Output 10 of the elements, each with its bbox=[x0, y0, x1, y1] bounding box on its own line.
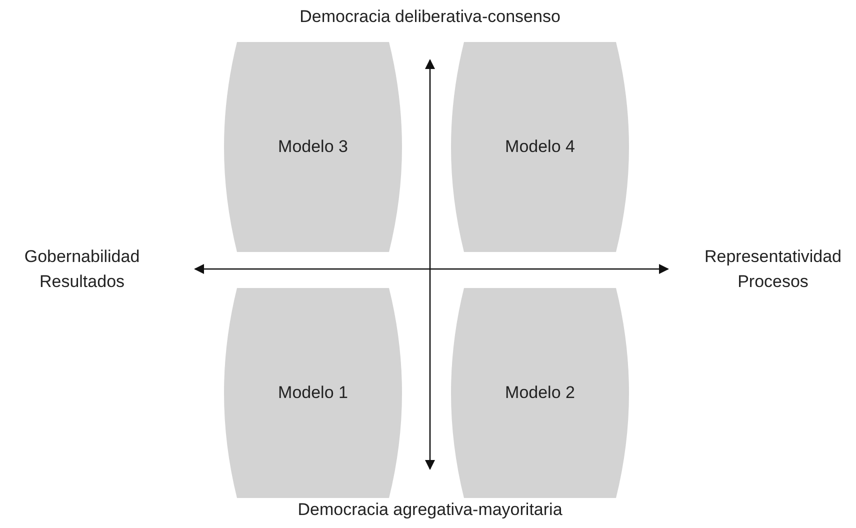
axis-label: Gobernabilidad bbox=[24, 247, 140, 267]
model-label: Modelo 4 bbox=[504, 137, 576, 157]
model-label: Modelo 3 bbox=[277, 137, 349, 157]
axis-label: Democracia deliberativa-consenso bbox=[300, 7, 560, 27]
axis-label: Resultados bbox=[39, 272, 125, 292]
model-label: Modelo 2 bbox=[504, 383, 576, 403]
axis-label: Procesos bbox=[738, 272, 808, 292]
axis-label: Democracia agregativa-mayoritaria bbox=[298, 500, 562, 520]
axis-label: Representatividad bbox=[704, 247, 842, 267]
model-label: Modelo 1 bbox=[277, 383, 349, 403]
